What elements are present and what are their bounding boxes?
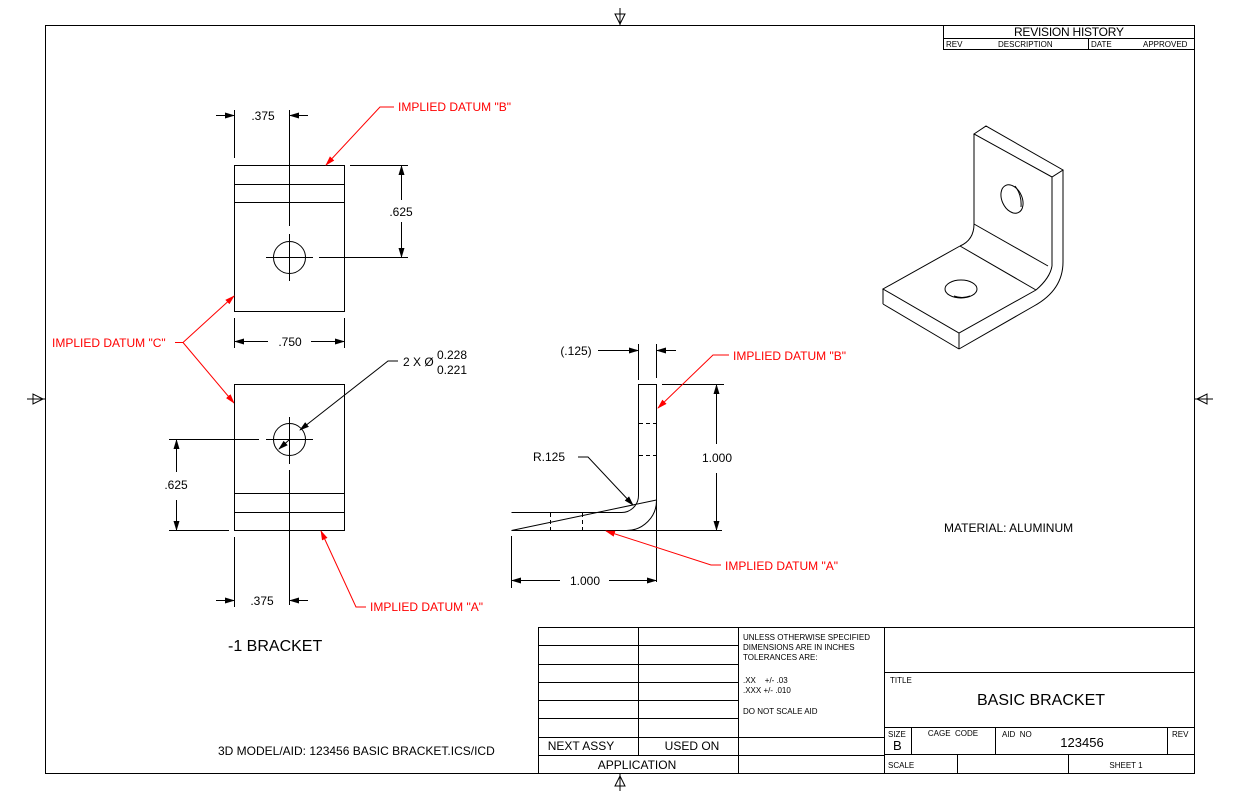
scale-label: SCALE: [888, 761, 914, 770]
front-dim-hole-x: .375: [250, 594, 274, 608]
side-dim-radius: R.125: [533, 450, 565, 464]
front-datum-a-label: IMPLIED DATUM "A": [370, 600, 483, 614]
application-header: APPLICATION: [598, 758, 676, 772]
drawing-title: BASIC BRACKET: [977, 692, 1105, 709]
approved-column-header: APPROVED: [1143, 40, 1188, 49]
front-dim-hole-y: .625: [164, 478, 188, 492]
side-view: (.125) 1.000 1.000 R.125 IMPLIED DATUM "…: [511, 344, 846, 588]
rev-label: REV: [1172, 730, 1189, 739]
title-block: NEXT ASSY USED ON APPLICATION UNLESS OTH…: [538, 627, 1195, 774]
side-datum-a-label: IMPLIED DATUM "A": [725, 559, 838, 573]
center-mark-right-icon: [1195, 393, 1213, 405]
do-not-scale-note: DO NOT SCALE AID: [743, 707, 818, 716]
aid-no-value: 123456: [1060, 735, 1103, 750]
size-value: B: [893, 738, 902, 753]
aid-no-label: AID NO: [1002, 730, 1032, 739]
sheet-border: [45, 25, 1195, 774]
tolerance-xxx: .XXX +/- .010: [743, 686, 791, 695]
front-view: 2 X Ø 0.228 0.221 .625 .375 IMPLIED DATU…: [164, 348, 483, 614]
top-datum-b-label: IMPLIED DATUM "B": [398, 100, 511, 114]
hole-callout-prefix: 2 X Ø: [403, 355, 434, 369]
part-label: -1 BRACKET: [228, 638, 322, 655]
side-dim-thickness: (.125): [560, 344, 591, 358]
datum-c-label: IMPLIED DATUM "C": [52, 336, 166, 350]
isometric-view: [881, 125, 1064, 350]
top-dim-hole-x: .375: [251, 109, 275, 123]
tolerance-xx: .XX +/- .03: [743, 676, 788, 685]
model-note: 3D MODEL/AID: 123456 BASIC BRACKET.ICS/I…: [218, 744, 495, 758]
top-view: .375 .625 .750 IMPLIED DATUM "B": [216, 100, 511, 349]
cage-code-label: CAGE CODE: [928, 729, 978, 738]
description-column-header: DESCRIPTION: [998, 40, 1053, 49]
note-line: TOLERANCES ARE:: [743, 653, 818, 662]
revision-history-title: REVISION HISTORY: [1014, 25, 1124, 39]
side-dim-length: 1.000: [570, 574, 600, 588]
note-line: UNLESS OTHERWISE SPECIFIED: [743, 633, 870, 642]
date-column-header: DATE: [1091, 40, 1112, 49]
side-dim-height: 1.000: [702, 451, 732, 465]
top-dim-width: .750: [278, 335, 302, 349]
center-mark-left-icon: [27, 393, 45, 405]
title-label: TITLE: [890, 676, 912, 685]
revision-history-block: REVISION HISTORY REV DESCRIPTION DATE AP…: [943, 25, 1195, 50]
rev-column-header: REV: [946, 40, 963, 49]
top-dim-hole-y: .625: [389, 205, 413, 219]
hole-diameter-lower: 0.221: [437, 363, 467, 377]
note-line: DIMENSIONS ARE IN INCHES: [743, 643, 855, 652]
material-note: MATERIAL: ALUMINUM: [944, 521, 1073, 535]
next-assy-header: NEXT ASSY: [548, 739, 614, 753]
side-datum-b-label: IMPLIED DATUM "B": [733, 349, 846, 363]
center-mark-bottom-icon: [614, 774, 626, 791]
size-label: SIZE: [888, 730, 906, 739]
hole-diameter-upper: 0.228: [437, 348, 467, 362]
used-on-header: USED ON: [665, 739, 720, 753]
center-mark-top-icon: [614, 8, 626, 26]
sheet-number: SHEET 1: [1109, 761, 1143, 770]
datum-c-callout: IMPLIED DATUM "C": [52, 295, 235, 404]
